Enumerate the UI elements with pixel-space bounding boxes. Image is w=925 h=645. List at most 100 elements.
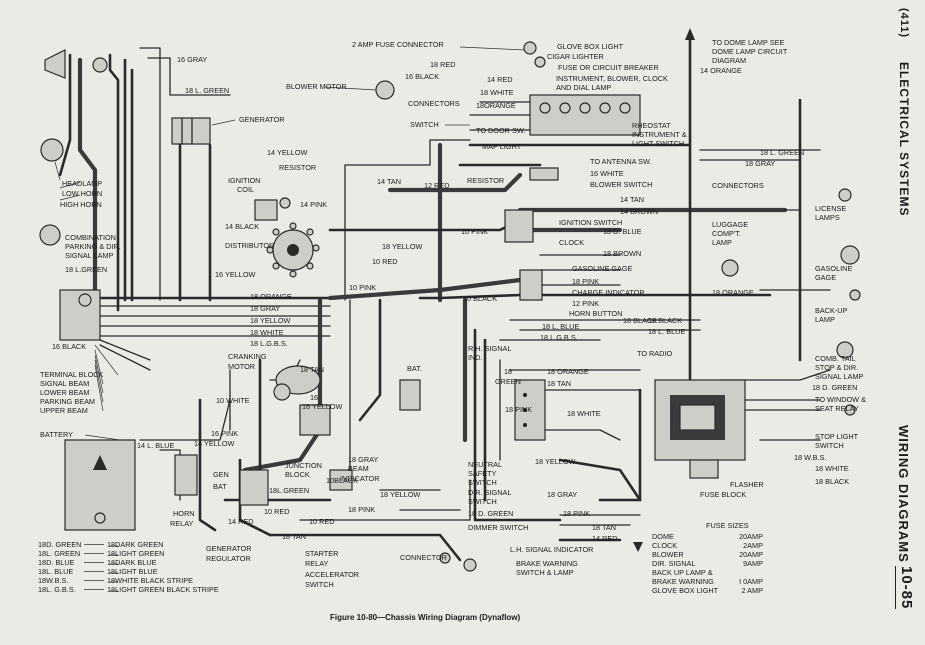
- fuse-row-name: DIR. SIGNAL: [652, 559, 695, 568]
- fuse-row-value: 20AMP: [739, 550, 763, 559]
- label-bat-2: BAT.: [407, 364, 422, 373]
- label-low-horn: LOW HORN: [62, 189, 102, 198]
- label-18-white-b: 18 WHITE: [250, 328, 284, 337]
- label-resistor-2: RESISTOR: [467, 176, 504, 185]
- label-18-lgbs-b: 18 L.G.B.S.: [540, 333, 578, 342]
- label-comb-tail: COMB. TAIL: [815, 354, 856, 363]
- fuse-row-name: GLOVE BOX LIGHT: [652, 586, 719, 595]
- label-brake-lamp: SWITCH & LAMP: [516, 568, 574, 577]
- fuse-row-name: CLOCK: [652, 541, 677, 550]
- junction-block-icon: [299, 404, 331, 436]
- label-14-red-c: 14 RED: [592, 534, 618, 543]
- label-12-red: 12 RED: [424, 181, 450, 190]
- label-back-up-lamp: LAMP: [815, 315, 835, 324]
- label-2amp-fuse: 2 AMP FUSE CONNECTOR: [352, 40, 444, 49]
- label-10-pink: 10 PINK: [461, 227, 488, 236]
- label-seat-relay: SEAT RELAY: [815, 404, 859, 413]
- label-18-black-c: 18 BLACK: [815, 477, 849, 486]
- stop-light-switch-icon: [844, 404, 856, 416]
- fuse-row-value: I 0AMP: [739, 577, 763, 586]
- label-18-l-blue-b: 18 L. BLUE: [648, 327, 685, 336]
- label-14-red: 14 RED: [487, 75, 513, 84]
- cranking-motor-icon: [273, 365, 321, 401]
- fuse-row-value: 9AMP: [743, 559, 763, 568]
- gray-beam-indicator-icon: [329, 469, 353, 491]
- label-to-radio: TO RADIO: [637, 349, 672, 358]
- ignition-coil-icon: [254, 197, 291, 221]
- label-18-white: 18 WHITE: [480, 88, 514, 97]
- instrument-cluster-icon: [529, 94, 641, 136]
- label-14-l-blue: 14 L. BLUE: [137, 441, 174, 450]
- label-16-gray: 16 GRAY: [177, 55, 207, 64]
- label-18-gray-d: 18 GRAY: [745, 159, 775, 168]
- label-rheostat: RHEOSTAT: [632, 121, 671, 130]
- legend-abbr: 18L. BLUE: [38, 567, 73, 576]
- label-fuse-block: FUSE BLOCK: [700, 490, 746, 499]
- label-connector: CONNECTOR: [400, 553, 447, 562]
- dir-signal-switch-icon: [514, 379, 546, 441]
- label-beam: BEAM: [348, 464, 369, 473]
- fuse-row-name: BACK UP LAMP &: [652, 568, 713, 577]
- fuse-row-value: 20AMP: [739, 532, 763, 541]
- label-rh-ind: IND.: [468, 353, 483, 362]
- label-10-black-b: 10BLACK: [326, 476, 358, 485]
- label-bat: BAT: [213, 482, 227, 491]
- label-headlamp: HEADLAMP: [62, 179, 102, 188]
- legend-full: 18LIGHT GREEN BLACK STRIPE: [107, 585, 219, 594]
- label-gage: GAGE: [815, 273, 836, 282]
- label-resistor: RESISTOR: [279, 163, 316, 172]
- fuse-row-name: BLOWER: [652, 550, 684, 559]
- label-indicator: INDICATOR: [340, 474, 379, 483]
- headlamp-icon: [40, 138, 64, 181]
- label-luggage: LUGGAGE: [712, 220, 748, 229]
- fuse-sizes-title: FUSE SIZES: [706, 521, 749, 530]
- label-cranking: CRANKING: [228, 352, 267, 361]
- label-16-yellow-b2: 16 YELLOW: [302, 402, 343, 411]
- wire-harness: [58, 38, 831, 562]
- label-12-pink: 12 PINK: [572, 299, 599, 308]
- down-arrow-icon: [633, 542, 643, 552]
- label-18-wbs: 18 W.B.S.: [794, 453, 826, 462]
- tail-lamp-icon: [836, 341, 854, 359]
- legend-abbr: 18L. GREEN: [38, 549, 80, 558]
- label-dir-switch: SWITCH: [468, 497, 497, 506]
- label-10-black: 10 BLACK: [463, 294, 497, 303]
- label-16-black: 16 BLACK: [52, 342, 86, 351]
- label-18-tan-c: 18 TAN: [547, 379, 571, 388]
- label-18-gray: 18 GRAY: [250, 304, 280, 313]
- label-upper-beam: UPPER BEAM: [40, 406, 88, 415]
- glove-box-light-icon: [523, 41, 546, 68]
- label-lh-signal: L.H. SIGNAL INDICATOR: [510, 545, 593, 554]
- label-terminal-block: TERMINAL BLOCK: [40, 370, 104, 379]
- label-signal-beam: SIGNAL BEAM: [40, 379, 89, 388]
- label-cigar-lighter: CIGAR LIGHTER: [547, 52, 604, 61]
- label-10-red-c: 10 RED: [309, 517, 335, 526]
- label-generator-reg: GENERATOR: [206, 544, 252, 553]
- label-10-red-b: 10 RED: [264, 507, 290, 516]
- label-neutral: NEUTRAL: [468, 460, 502, 469]
- label-block: BLOCK: [285, 470, 310, 479]
- label-18-tan: 18 TAN: [300, 365, 324, 374]
- label-clock: CLOCK: [559, 238, 584, 247]
- distributor-icon: [266, 222, 320, 278]
- label-18-d-green-b: 18 D. GREEN: [812, 383, 857, 392]
- label-charge-indicator: CHARGE INDICATOR: [572, 288, 645, 297]
- label-14-yellow: 14 YELLOW: [267, 148, 308, 157]
- label-instrument-blower: INSTRUMENT, BLOWER, CLOCK: [556, 74, 668, 83]
- label-lower-beam: LOWER BEAM: [40, 388, 89, 397]
- label-blower-motor: BLOWER MOTOR: [286, 82, 347, 91]
- wire-labels: 16 GRAY 18 L. GREEN GENERATOR HEADLAMP L…: [40, 38, 866, 589]
- label-18-yellow-c: 18 YELLOW: [380, 490, 421, 499]
- label-regulator: REGULATOR: [206, 554, 251, 563]
- label-distributor: DISTRIBUTOR: [225, 241, 274, 250]
- figure-caption: Figure 10-80—Chassis Wiring Diagram (Dyn…: [330, 613, 521, 622]
- label-starter-relay: RELAY: [305, 559, 329, 568]
- label-18-tan-d: 18 TAN: [592, 523, 616, 532]
- label-16-yellow-b1: 16: [310, 393, 318, 402]
- label-relay: RELAY: [170, 519, 194, 528]
- label-18-pink-b: 18 PINK: [348, 505, 375, 514]
- label-18-yellow-d: 18 YELLOW: [535, 457, 576, 466]
- label-blower-switch: BLOWER SWITCH: [590, 180, 652, 189]
